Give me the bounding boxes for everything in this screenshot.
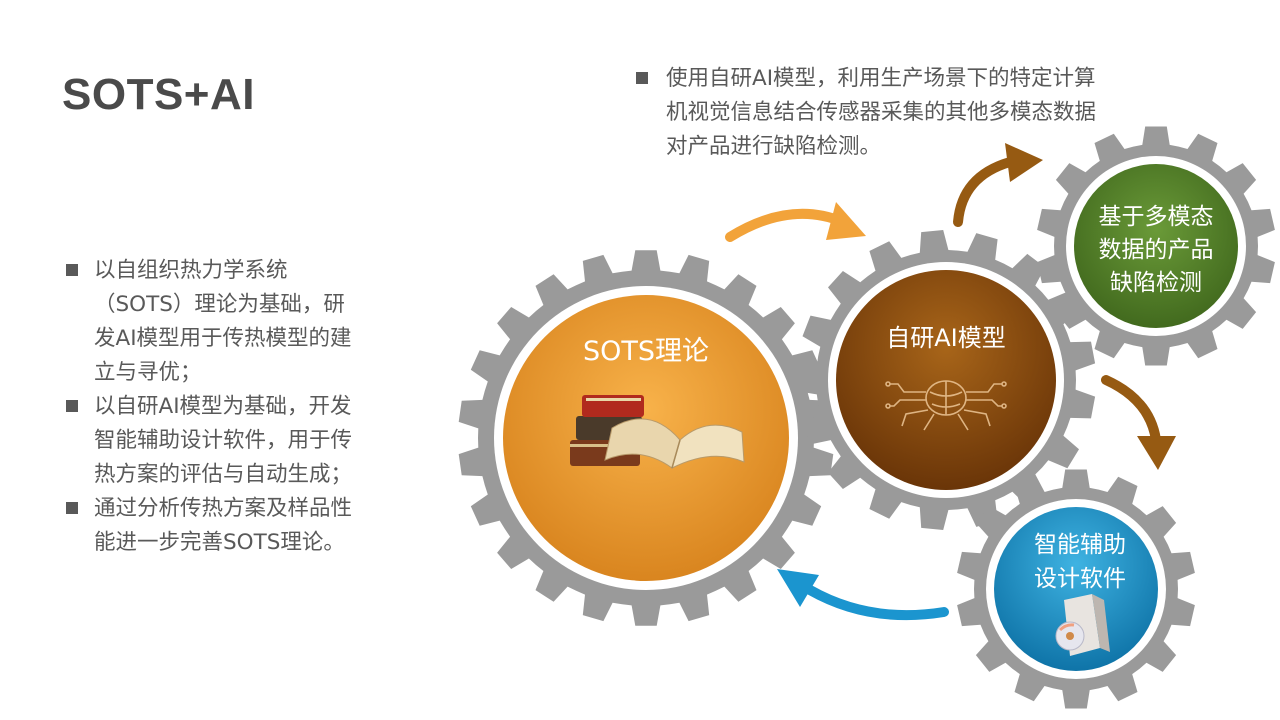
bullet-square-icon bbox=[636, 72, 648, 84]
gear-sots: SOTS理论 bbox=[494, 286, 798, 590]
gear-sots-label: SOTS理论 bbox=[583, 336, 709, 367]
top-note-list: 使用自研AI模型，利用生产场景下的特定计算机视觉信息结合传感器采集的其他多模态数… bbox=[636, 62, 1106, 164]
arrow-ai-to-defect bbox=[953, 143, 1043, 227]
bullet-square-icon bbox=[66, 400, 78, 412]
gear-software-label-line1: 智能辅助 bbox=[1034, 532, 1126, 558]
page-title: SOTS+AI bbox=[62, 70, 255, 119]
bullet-item: 使用自研AI模型，利用生产场景下的特定计算机视觉信息结合传感器采集的其他多模态数… bbox=[636, 62, 1106, 164]
gear-software: 智能辅助 设计软件 bbox=[986, 499, 1166, 679]
arrow-software-to-sots bbox=[777, 569, 949, 621]
gear-ai-model-label: 自研AI模型 bbox=[886, 324, 1006, 352]
gear-defect-label-line2: 数据的产品 bbox=[1099, 237, 1214, 263]
bullet-text: 以自研AI模型为基础，开发智能辅助设计软件，用于传热方案的评估与自动生成； bbox=[94, 394, 353, 487]
left-bullet-list: 以自组织热力学系统（SOTS）理论为基础，研发AI模型用于传热模型的建立与寻优；… bbox=[66, 254, 356, 560]
arrow-defect-to-software bbox=[1101, 375, 1176, 470]
bullet-text: 以自组织热力学系统（SOTS）理论为基础，研发AI模型用于传热模型的建立与寻优； bbox=[94, 258, 352, 385]
gear-software-label-line2: 设计软件 bbox=[1034, 566, 1126, 592]
bullet-text: 通过分析传热方案及样品性能进一步完善SOTS理论。 bbox=[94, 496, 353, 555]
software-box-icon bbox=[1055, 594, 1110, 656]
bullet-square-icon bbox=[66, 502, 78, 514]
top-note-text: 使用自研AI模型，利用生产场景下的特定计算机视觉信息结合传感器采集的其他多模态数… bbox=[666, 66, 1097, 159]
books-icon bbox=[570, 395, 745, 469]
gear-ai-model: 自研AI模型 bbox=[828, 262, 1064, 498]
gear-defect: 基于多模态 数据的产品 缺陷检测 bbox=[1066, 156, 1246, 336]
brain-circuit-icon bbox=[885, 380, 1007, 431]
gear-defect-label-line1: 基于多模态 bbox=[1099, 204, 1214, 230]
bullet-square-icon bbox=[66, 264, 78, 276]
bullet-item: 以自组织热力学系统（SOTS）理论为基础，研发AI模型用于传热模型的建立与寻优； bbox=[66, 254, 356, 390]
gear-defect-label-line3: 缺陷检测 bbox=[1110, 270, 1202, 296]
bullet-item: 以自研AI模型为基础，开发智能辅助设计软件，用于传热方案的评估与自动生成； bbox=[66, 390, 356, 492]
arrow-sots-to-ai bbox=[725, 202, 866, 242]
bullet-item: 通过分析传热方案及样品性能进一步完善SOTS理论。 bbox=[66, 492, 356, 560]
